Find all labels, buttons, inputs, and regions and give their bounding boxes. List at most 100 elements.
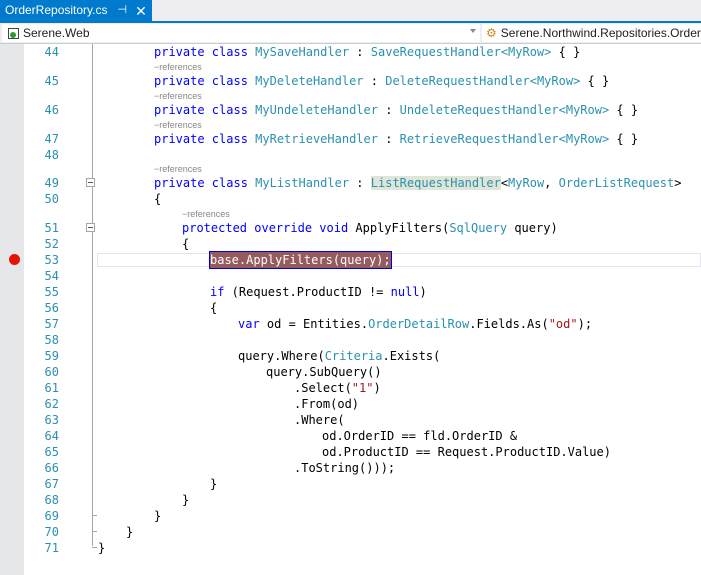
code-line-49[interactable]: private class MyListHandler : ListReques… (154, 176, 682, 190)
tab-title: OrderRepository.cs (5, 3, 108, 17)
line-number-row: 68 (0, 492, 701, 508)
line-number-row: 67 (0, 476, 701, 492)
tab-underline (0, 21, 701, 23)
line-number-row: 65 (0, 444, 701, 460)
line-number: 60 (44, 365, 59, 379)
code-line-56[interactable]: { (210, 301, 218, 315)
code-line-68[interactable]: } (182, 493, 190, 507)
code-line-70[interactable]: } (126, 525, 134, 539)
chevron-down-icon[interactable] (470, 29, 476, 33)
line-number-row: 71 (0, 540, 701, 556)
fold-end-marker (92, 515, 97, 516)
close-icon[interactable]: ✕ (135, 2, 147, 19)
line-number-row: 60 (0, 364, 701, 380)
line-number-row: 51 (0, 220, 701, 236)
code-line-64[interactable]: od.OrderID == fld.OrderID & (322, 429, 518, 443)
line-number-row: 49 (0, 175, 701, 191)
code-line-60[interactable]: query.SubQuery() (266, 365, 382, 379)
code-line-53[interactable]: base.ApplyFilters(query); (0, 251, 701, 269)
code-line-62[interactable]: .From(od) (294, 397, 360, 411)
line-number-row: 69 (0, 508, 701, 524)
line-number-row: 46 (0, 102, 701, 118)
codelens-references[interactable]: −references (154, 120, 202, 130)
codelens-references[interactable]: −references (182, 209, 230, 219)
code-line-65[interactable]: od.ProductID == Request.ProductID.Value) (322, 445, 611, 459)
code-line-50[interactable]: { (154, 192, 162, 206)
code-line-47[interactable]: private class MyRetrieveHandler : Retrie… (154, 132, 639, 146)
line-number: 45 (44, 74, 59, 88)
line-number-row: 56 (0, 300, 701, 316)
document-tab-strip: OrderRepository.cs ⊣ ✕ (0, 0, 701, 21)
line-number-row: 59 (0, 348, 701, 364)
line-number: 54 (44, 269, 59, 283)
line-number-row: 55 (0, 284, 701, 300)
code-line-57[interactable]: var od = Entities.OrderDetailRow.Fields.… (238, 317, 593, 331)
class-icon: ⚙ (486, 26, 497, 40)
line-number: 53 (44, 253, 59, 267)
code-line-71[interactable]: } (98, 541, 106, 555)
line-number: 52 (44, 237, 59, 251)
line-number: 58 (44, 333, 59, 347)
codelens-references[interactable]: −references (154, 62, 202, 72)
outline-gutter-line (92, 44, 93, 546)
line-number: 51 (44, 221, 59, 235)
codelens-references[interactable]: −references (154, 91, 202, 101)
type-dropdown[interactable]: ⚙ Serene.Northwind.Repositories.OrderRep… (482, 24, 701, 42)
line-number: 55 (44, 285, 59, 299)
line-number: 68 (44, 493, 59, 507)
line-number-row: 47 (0, 131, 701, 147)
code-line-59[interactable]: query.Where(Criteria.Exists( (238, 349, 441, 363)
line-number: 46 (44, 103, 59, 117)
web-project-icon (8, 27, 19, 39)
breakpoint-icon[interactable] (9, 254, 20, 265)
collapse-icon[interactable] (86, 178, 95, 187)
line-number: 69 (44, 509, 59, 523)
breakpoint-statement: base.ApplyFilters(query); (209, 251, 392, 269)
navigation-bar: Serene.Web ⚙ Serene.Northwind.Repositori… (0, 23, 701, 44)
codelens-references[interactable]: −references (154, 164, 202, 174)
code-line-46[interactable]: private class MyUndeleteHandler : Undele… (154, 103, 639, 117)
line-number-row: 48 (0, 147, 701, 163)
code-line-66[interactable]: .ToString())); (294, 461, 396, 475)
type-name: Serene.Northwind.Repositories.OrderRepos… (500, 26, 701, 40)
pin-icon[interactable]: ⊣ (117, 4, 128, 16)
line-number: 70 (44, 525, 59, 539)
line-number-row: 70 (0, 524, 701, 540)
indicator-margin[interactable] (0, 44, 24, 575)
line-number: 62 (44, 397, 59, 411)
line-number-row: 62 (0, 396, 701, 412)
line-number-row: 66 (0, 460, 701, 476)
project-dropdown[interactable]: Serene.Web (2, 24, 480, 42)
line-number: 61 (44, 381, 59, 395)
fold-end-marker (92, 547, 97, 548)
line-number: 64 (44, 429, 59, 443)
line-number: 67 (44, 477, 59, 491)
code-line-69[interactable]: } (154, 509, 162, 523)
code-line-61[interactable]: .Select("1") (294, 381, 381, 395)
line-number: 49 (44, 176, 59, 190)
line-number: 65 (44, 445, 59, 459)
line-number-row: 52 (0, 236, 701, 252)
code-line-51[interactable]: protected override void ApplyFilters(Sql… (182, 221, 558, 235)
code-area[interactable] (24, 44, 701, 575)
code-line-63[interactable]: .Where( (294, 413, 345, 427)
line-number-row: 45 (0, 73, 701, 89)
line-number-row: 53 (0, 252, 701, 268)
code-line-44[interactable]: private class MySaveHandler : SaveReques… (154, 45, 581, 59)
line-number: 66 (44, 461, 59, 475)
project-name: Serene.Web (23, 26, 90, 40)
line-number: 56 (44, 301, 59, 315)
line-number: 44 (44, 45, 59, 59)
code-line-55[interactable]: if (Request.ProductID != null) (210, 285, 427, 299)
fold-end-marker (92, 531, 97, 532)
code-line-67[interactable]: } (210, 477, 218, 491)
line-number: 48 (44, 148, 59, 162)
collapse-icon[interactable] (86, 223, 95, 232)
code-line-52[interactable]: { (182, 237, 190, 251)
code-line-45[interactable]: private class MyDeleteHandler : DeleteRe… (154, 74, 610, 88)
document-tab-orderrepository[interactable]: OrderRepository.cs ⊣ ✕ (0, 0, 152, 21)
line-number-row: 44 (0, 44, 701, 60)
line-number-row: 54 (0, 268, 701, 284)
line-number-row: 57 (0, 316, 701, 332)
